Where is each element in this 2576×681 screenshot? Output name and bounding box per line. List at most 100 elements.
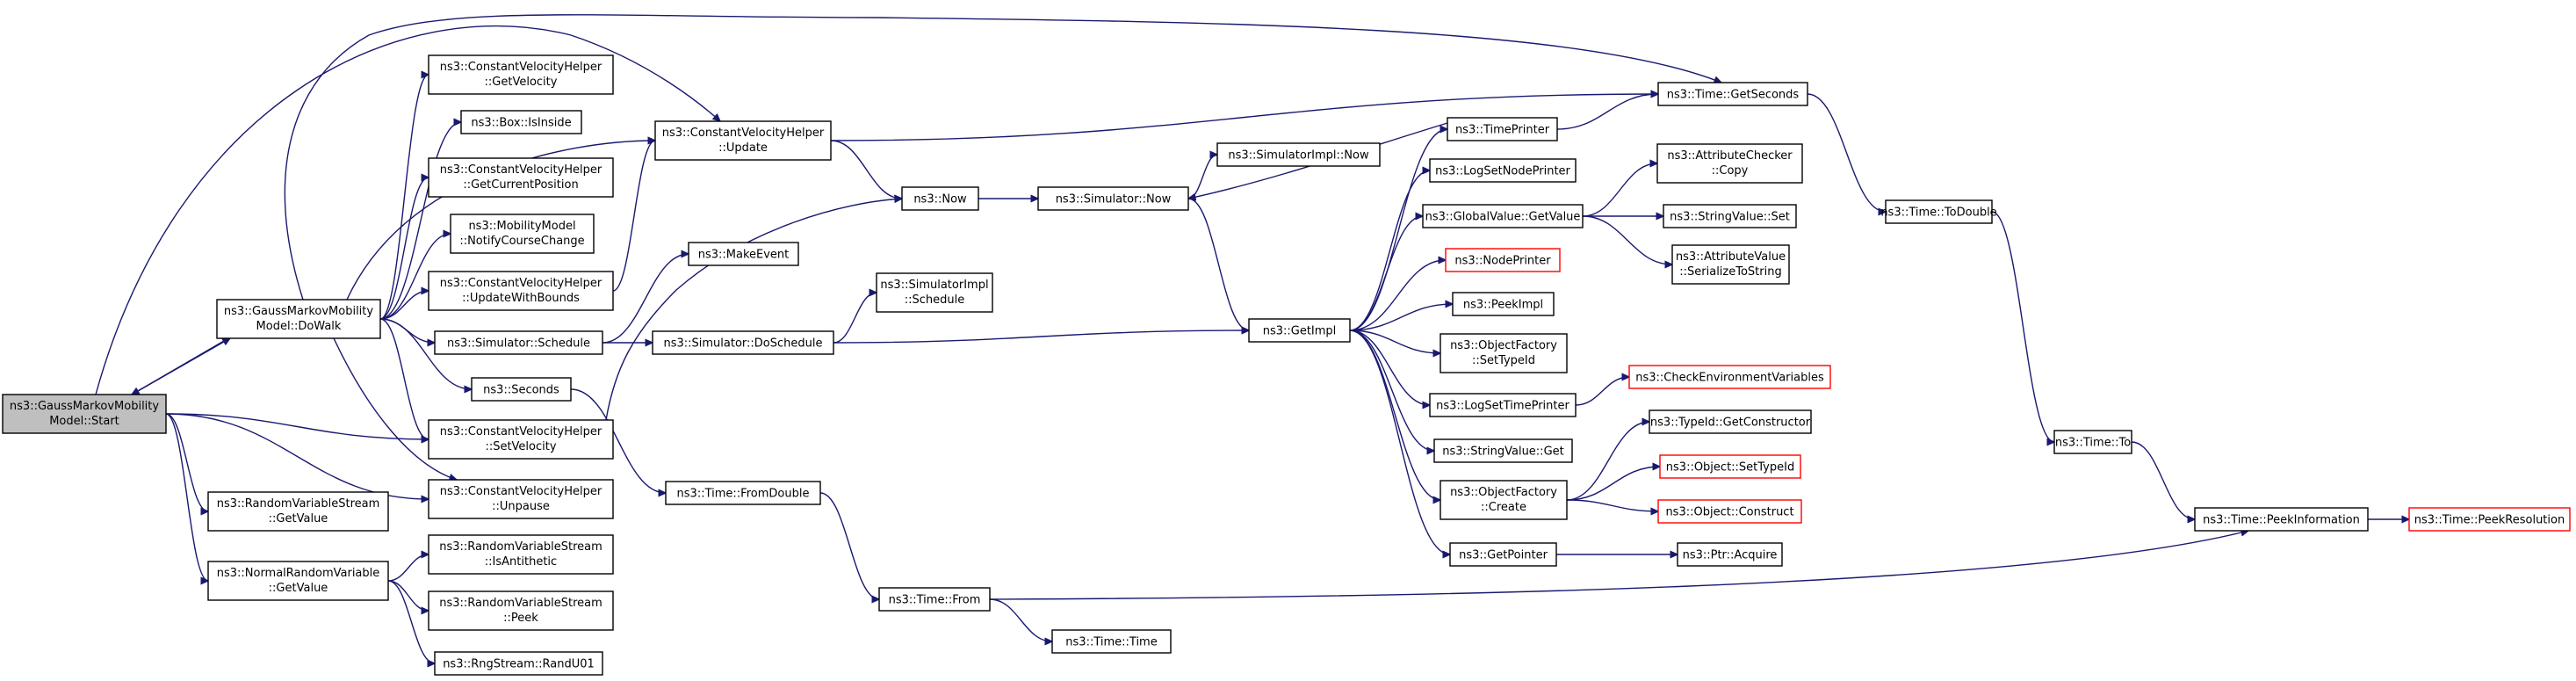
- node-peekimpl[interactable]: ns3::PeekImpl: [1452, 292, 1555, 316]
- node-cvh-setvel[interactable]: ns3::ConstantVelocityHelper::SetVelocity: [428, 419, 614, 460]
- node-simimpl-now[interactable]: ns3::SimulatorImpl::Now: [1216, 142, 1381, 167]
- node-cvh-update[interactable]: ns3::ConstantVelocityHelper::Update: [654, 120, 832, 161]
- edge-getimpl-to-of-create: [1349, 330, 1440, 500]
- node-label: ns3::NodePrinter: [1454, 255, 1551, 268]
- node-cvh-getvelocity[interactable]: ns3::ConstantVelocityHelper::GetVelocity: [428, 54, 614, 95]
- node-rvs-peek[interactable]: ns3::RandomVariableStream::Peek: [428, 590, 614, 631]
- edge-gv-getvalue-to-ac-copy: [1582, 163, 1657, 217]
- node-nrv-getvalue[interactable]: ns3::NormalRandomVariable::GetValue: [207, 561, 389, 601]
- node-label: ns3::ObjectFactory: [1450, 339, 1557, 352]
- node-rng-randu01[interactable]: ns3::RngStream::RandU01: [434, 651, 603, 676]
- node-gv-getvalue[interactable]: ns3::GlobalValue::GetValue: [1422, 204, 1584, 228]
- node-time-fromdouble[interactable]: ns3::Time::FromDouble: [665, 481, 821, 505]
- node-label: ns3::Simulator::Schedule: [447, 337, 590, 351]
- node-time-peekinfo[interactable]: ns3::Time::PeekInformation: [2194, 507, 2369, 532]
- node-label: ns3::MobilityModel: [468, 220, 575, 233]
- edge-line: [1582, 215, 1672, 264]
- edge-line: [1349, 330, 1440, 353]
- node-box: [1656, 143, 1803, 184]
- node-label: ns3::LogSetTimePrinter: [1436, 400, 1569, 413]
- node-makeevent[interactable]: ns3::MakeEvent: [688, 242, 799, 266]
- node-label: ns3::Time::Time: [1065, 636, 1157, 649]
- node-time-peekres[interactable]: ns3::Time::PeekResolution: [2408, 507, 2571, 532]
- node-obj-settypeid[interactable]: ns3::Object::SetTypeId: [1659, 454, 1801, 479]
- node-label: ns3::GetImpl: [1263, 325, 1337, 338]
- edge-line: [612, 141, 655, 292]
- node-ptr-acquire[interactable]: ns3::Ptr::Acquire: [1677, 542, 1783, 567]
- node-mm-notify[interactable]: ns3::MobilityModel::NotifyCourseChange: [450, 214, 595, 254]
- node-time-getseconds[interactable]: ns3::Time::GetSeconds: [1657, 82, 1808, 106]
- node-label: ns3::Seconds: [483, 384, 559, 397]
- node-label: ::GetVelocity: [485, 76, 558, 89]
- node-label: ::Peek: [503, 612, 538, 625]
- edge-line: [284, 14, 1721, 301]
- edge-cvh-update-to-now: [830, 140, 902, 199]
- node-of-settypeid[interactable]: ns3::ObjectFactory::SetTypeId: [1440, 333, 1568, 373]
- node-box: [1440, 333, 1568, 373]
- node-label: ::NotifyCourseChange: [459, 235, 584, 248]
- node-av-serialize[interactable]: ns3::AttributeValue::SerializeToString: [1671, 244, 1790, 285]
- edge-line: [1187, 198, 1249, 330]
- edge-line: [379, 291, 429, 320]
- edge-sim-doschedule-to-getimpl: [833, 330, 1249, 344]
- edge-dowalk-to-cvh-updbounds: [379, 291, 429, 320]
- node-label: ns3::Ptr::Acquire: [1683, 549, 1778, 562]
- node-ac-copy[interactable]: ns3::AttributeChecker::Copy: [1656, 143, 1803, 184]
- node-label: ::Update: [718, 141, 768, 155]
- node-seconds[interactable]: ns3::Seconds: [471, 377, 572, 402]
- node-sim-now[interactable]: ns3::Simulator::Now: [1037, 186, 1189, 211]
- node-checkenv[interactable]: ns3::CheckEnvironmentVariables: [1628, 365, 1831, 389]
- node-time-to[interactable]: ns3::Time::To: [2053, 430, 2132, 454]
- edge-line: [605, 199, 902, 421]
- node-nodeprinter[interactable]: ns3::NodePrinter: [1445, 248, 1561, 272]
- node-cvh-updbounds[interactable]: ns3::ConstantVelocityHelper::UpdateWithB…: [428, 271, 614, 311]
- node-getpointer[interactable]: ns3::GetPointer: [1449, 542, 1557, 567]
- node-getimpl[interactable]: ns3::GetImpl: [1248, 318, 1351, 343]
- node-now[interactable]: ns3::Now: [901, 186, 979, 211]
- node-logsetnodeprinter[interactable]: ns3::LogSetNodePrinter: [1429, 158, 1577, 183]
- node-box: [654, 120, 832, 161]
- edge-time-fromdouble-to-time-from: [819, 492, 879, 599]
- node-label: ns3::MakeEvent: [698, 249, 790, 262]
- node-logsettimeprinter[interactable]: ns3::LogSetTimePrinter: [1429, 393, 1577, 417]
- node-sim-schedule[interactable]: ns3::Simulator::Schedule: [434, 330, 603, 355]
- node-time-from[interactable]: ns3::Time::From: [878, 587, 991, 612]
- node-timeprinter[interactable]: ns3::TimePrinter: [1447, 117, 1558, 141]
- node-cvh-unpause[interactable]: ns3::ConstantVelocityHelper::Unpause: [428, 479, 614, 519]
- node-rvs-isanti[interactable]: ns3::RandomVariableStream::IsAntithetic: [428, 534, 614, 575]
- node-box: [1452, 292, 1555, 316]
- node-box-isinside[interactable]: ns3::Box::IsInside: [460, 110, 582, 134]
- edge-time-getseconds-to-time-todouble: [1807, 93, 1886, 212]
- node-label: ::SetTypeId: [1472, 354, 1535, 367]
- node-sim-doschedule[interactable]: ns3::Simulator::DoSchedule: [652, 330, 834, 355]
- node-sv-get[interactable]: ns3::StringValue::Get: [1433, 438, 1573, 463]
- node-label: ns3::AttributeValue: [1676, 250, 1786, 264]
- node-of-create[interactable]: ns3::ObjectFactory::Create: [1440, 480, 1568, 520]
- edge-dowalk-to-cvh-getvelocity: [379, 75, 429, 320]
- node-time-time[interactable]: ns3::Time::Time: [1051, 629, 1172, 654]
- edge-dowalk-to-cvh-setvel: [379, 318, 429, 439]
- node-obj-construct[interactable]: ns3::Object::Construct: [1657, 499, 1802, 524]
- node-time-todouble[interactable]: ns3::Time::ToDouble: [1880, 199, 1997, 224]
- edge-dowalk-to-box-isinside: [379, 122, 461, 320]
- node-sv-set[interactable]: ns3::StringValue::Set: [1663, 204, 1797, 228]
- node-label: ::Copy: [1712, 164, 1749, 177]
- node-label: ::GetCurrentPosition: [463, 178, 578, 192]
- edge-getimpl-to-peekimpl: [1349, 304, 1453, 331]
- node-cvh-getcurpos[interactable]: ns3::ConstantVelocityHelper::GetCurrentP…: [428, 157, 614, 198]
- edge-line: [2131, 441, 2195, 519]
- edge-line: [95, 25, 720, 395]
- edge-sim-doschedule-to-simimpl-schedule: [833, 293, 877, 344]
- edge-line: [132, 337, 229, 395]
- node-label: ns3::Time::ToDouble: [1880, 206, 1996, 220]
- edge-line: [333, 337, 457, 480]
- node-rvs-getvalue[interactable]: ns3::RandomVariableStream::GetValue: [207, 491, 389, 532]
- node-simimpl-schedule[interactable]: ns3::SimulatorImpl::Schedule: [876, 272, 993, 313]
- edge-line: [1807, 93, 1886, 212]
- edge-line: [387, 580, 435, 663]
- edge-line: [1991, 211, 2054, 442]
- node-typeid-getctor[interactable]: ns3::TypeId::GetConstructor: [1649, 409, 1812, 434]
